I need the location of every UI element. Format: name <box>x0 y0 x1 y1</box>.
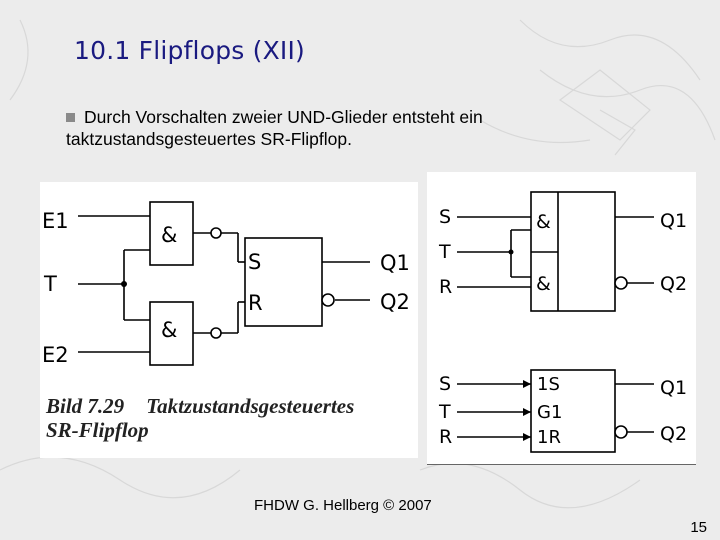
figure-caption: Bild 7.29 Taktzustandsgesteuertes SR-Flip… <box>46 394 354 442</box>
bottom-label-s: S <box>439 373 451 395</box>
pin-label-1s: 1S <box>537 374 560 395</box>
sr-flipflop-box <box>244 237 323 327</box>
figure-sr-flipflop-symbols: S T R & & Q1 Q2 S T R 1S G1 1R Q1 Q2 <box>427 172 696 465</box>
caption-number: Bild 7.29 <box>46 394 125 418</box>
slide-title: 10.1 Flipflops (XII) <box>74 36 306 65</box>
bottom-label-t: T <box>438 401 451 423</box>
junction-dot-right <box>508 249 514 255</box>
page-number: 15 <box>690 519 707 536</box>
label-q1: Q1 <box>380 251 410 275</box>
flipflop-box-bottom <box>530 369 616 453</box>
footer-copyright: FHDW G. Hellberg © 2007 <box>254 497 432 514</box>
inverter-bubble-upper <box>210 227 222 239</box>
figure-clocked-sr-flipflop: E1 T E2 & & S R Q1 Q2 Bild 7.29 Taktzusta… <box>40 182 418 458</box>
top-label-r: R <box>439 276 452 298</box>
bottom-label-q1: Q1 <box>660 377 687 399</box>
caption-line2: SR-Flipflop <box>46 418 149 442</box>
top-label-q2: Q2 <box>660 273 687 295</box>
pin-label-1r: 1R <box>537 427 561 448</box>
bullet-point: Durch Vorschalten zweier UND-Glieder ent… <box>66 106 626 150</box>
label-t: T <box>43 272 57 296</box>
ff-label-r: R <box>248 291 263 315</box>
caption-title: Taktzustandsgesteuertes <box>146 394 355 418</box>
inverter-bubble-top-q2 <box>614 276 628 290</box>
ff-label-s: S <box>248 250 261 274</box>
junction-dot <box>121 281 127 287</box>
top-and-symbol-lower: & <box>536 273 551 295</box>
top-label-s: S <box>439 206 451 228</box>
bottom-label-q2: Q2 <box>660 423 687 445</box>
and-symbol-upper: & <box>161 223 177 247</box>
bullet-text: Durch Vorschalten zweier UND-Glieder ent… <box>66 107 483 149</box>
top-label-q1: Q1 <box>660 210 687 232</box>
label-e2: E2 <box>42 343 69 367</box>
bullet-square-icon <box>66 113 75 122</box>
inverter-bubble-q2 <box>321 293 335 307</box>
circuit-diagram-left: E1 T E2 & & S R Q1 Q2 <box>42 201 410 367</box>
inverter-bubble-lower <box>210 327 222 339</box>
bottom-label-r: R <box>439 426 452 448</box>
label-e1: E1 <box>42 209 69 233</box>
pin-label-g1: G1 <box>537 402 562 423</box>
label-q2: Q2 <box>380 290 410 314</box>
circuit-diagram-right: S T R & & Q1 Q2 S T R 1S G1 1R Q1 Q2 <box>438 191 687 453</box>
top-label-t: T <box>438 241 451 263</box>
top-and-symbol-upper: & <box>536 211 551 233</box>
inverter-bubble-bottom-q2 <box>614 425 628 439</box>
and-symbol-lower: & <box>161 318 177 342</box>
